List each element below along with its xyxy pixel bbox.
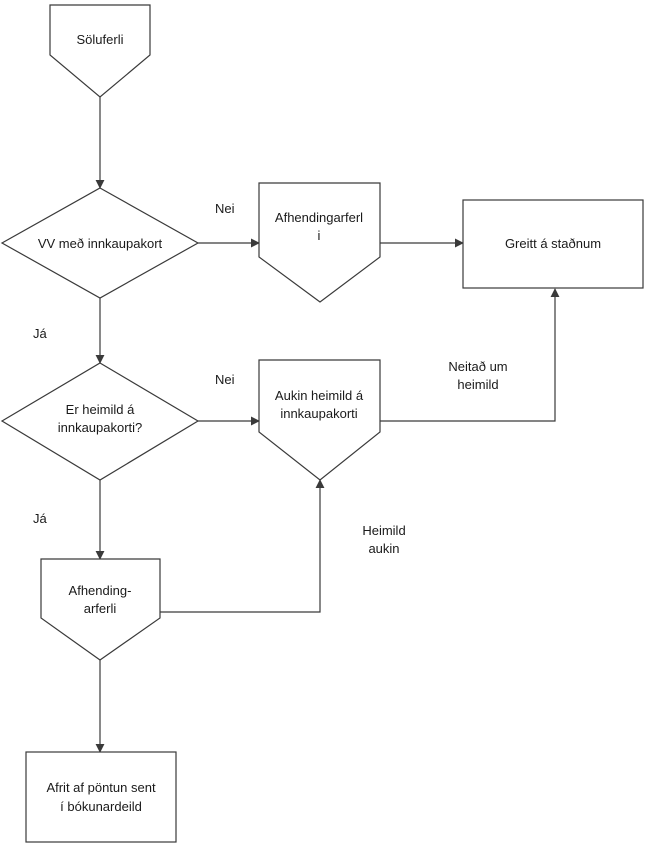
node-decision-limit-line-2: innkaupakorti?: [58, 420, 143, 435]
off-page-connector-shape: [49, 4, 151, 98]
process-box: [25, 751, 177, 843]
node-delivery-process-2-line-1: Afhending-: [69, 583, 132, 598]
connector-delivery-to-increase: [160, 479, 325, 613]
edge-label-limit-increased-line-2: aukin: [368, 541, 399, 556]
process-box: [462, 199, 644, 289]
node-increased-limit-line-2: innkaupakorti: [280, 406, 357, 421]
node-paid-on-site: Greitt á staðnum: [462, 199, 644, 289]
edge-label-limit-no: Nei: [215, 372, 235, 387]
edge-label-card-no: Nei: [215, 201, 235, 216]
node-increased-limit-line-1: Aukin heimild á: [275, 388, 364, 403]
decision-diamond: [0, 187, 200, 299]
node-decision-limit: Er heimild á innkaupakorti?: [0, 362, 200, 481]
edge-label-limit-increased-line-1: Heimild: [362, 523, 405, 538]
off-page-connector-shape: [258, 359, 381, 481]
node-paid-on-site-label: Greitt á staðnum: [505, 236, 601, 251]
node-copy-sent-line-1: Afrit af pöntun sent: [46, 780, 156, 795]
node-delivery-process-1-line-1: Afhendingarferl: [275, 210, 363, 225]
node-copy-sent-line-2: í bókunardeild: [60, 799, 142, 814]
node-delivery-process-1-line-2: i: [318, 228, 321, 243]
node-decision-card-label: VV með innkaupakort: [38, 236, 163, 251]
node-increased-limit: Aukin heimild á innkaupakorti: [258, 359, 381, 481]
edge-label-card-yes: Já: [33, 326, 48, 341]
node-decision-limit-line-1: Er heimild á: [66, 402, 135, 417]
node-copy-sent: Afrit af pöntun sent í bókunardeild: [25, 751, 177, 843]
node-delivery-process-1: Afhendingarferl i: [258, 182, 381, 303]
node-delivery-process-2: Afhending- arferli: [40, 558, 161, 661]
off-page-connector-shape: [258, 182, 381, 303]
decision-diamond: [0, 362, 200, 481]
edge-label-limit-denied-line-2: heimild: [457, 377, 498, 392]
node-delivery-process-2-line-2: arferli: [84, 601, 117, 616]
off-page-connector-shape: [40, 558, 161, 661]
node-start-label: Söluferli: [77, 32, 124, 47]
node-start: Söluferli: [49, 4, 151, 98]
node-decision-card: VV með innkaupakort: [0, 187, 200, 299]
connector-increase-denied-to-paid: [380, 288, 560, 422]
edge-label-limit-denied-line-1: Neitað um: [448, 359, 507, 374]
edge-label-limit-yes: Já: [33, 511, 48, 526]
